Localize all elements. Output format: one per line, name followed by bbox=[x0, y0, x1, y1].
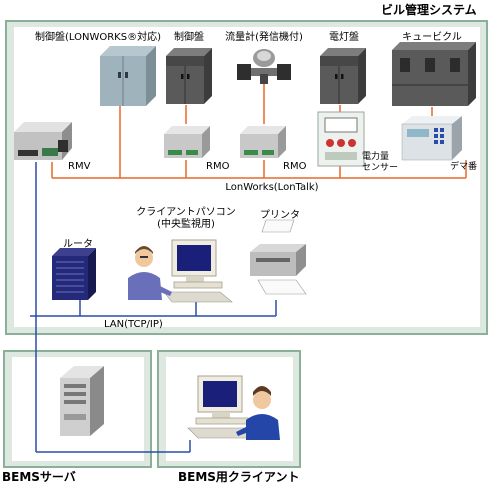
lighting-panel bbox=[320, 48, 366, 104]
client-pc-workstation bbox=[128, 239, 233, 303]
rmv-device bbox=[14, 122, 72, 160]
router bbox=[52, 248, 96, 300]
bems-server-label: BEMSサーバ bbox=[2, 470, 76, 484]
power-meter-label: 電力量 センサー bbox=[362, 152, 399, 173]
rmv-label: RMV bbox=[68, 161, 91, 172]
lonworks-bus-label: LonWorks(LonTalk) bbox=[225, 182, 319, 193]
client-pc-label: クライアントパソコン (中央監視用) bbox=[136, 207, 236, 230]
router-label: ルータ bbox=[63, 239, 93, 250]
bems-server-tower bbox=[60, 366, 104, 436]
rmo-device-1 bbox=[164, 126, 210, 158]
panel-label-control: 制御盤 bbox=[174, 32, 204, 43]
panel-label-cubicle: キュービクル bbox=[402, 32, 462, 43]
bems-client-workstation bbox=[187, 375, 280, 440]
lan-bus bbox=[30, 162, 277, 453]
demand-monitor-label: デマ番 bbox=[450, 162, 478, 172]
lan-label: LAN(TCP/IP) bbox=[104, 319, 163, 330]
flow-meter bbox=[237, 49, 291, 84]
panel-label-lonworks: 制御盤(LONWORKS®対応) bbox=[35, 32, 161, 43]
panel-label-lighting: 電灯盤 bbox=[329, 32, 359, 43]
cubicle bbox=[392, 42, 476, 106]
rmo-device-2 bbox=[240, 126, 286, 158]
bems-client-label: BEMS用クライアント bbox=[178, 470, 300, 484]
demand-monitor bbox=[401, 116, 462, 161]
power-meter-sensor bbox=[317, 111, 365, 167]
rmo-label-2: RMO bbox=[283, 161, 307, 172]
printer bbox=[250, 219, 307, 295]
rmo-label-1: RMO bbox=[206, 161, 230, 172]
building-system-title: ビル管理システム bbox=[381, 3, 477, 17]
control-panel-lonworks bbox=[100, 46, 156, 106]
printer-label: プリンタ bbox=[260, 210, 300, 221]
panel-label-flow-meter: 流量計(発信機付) bbox=[225, 32, 303, 43]
control-panel bbox=[166, 48, 212, 104]
